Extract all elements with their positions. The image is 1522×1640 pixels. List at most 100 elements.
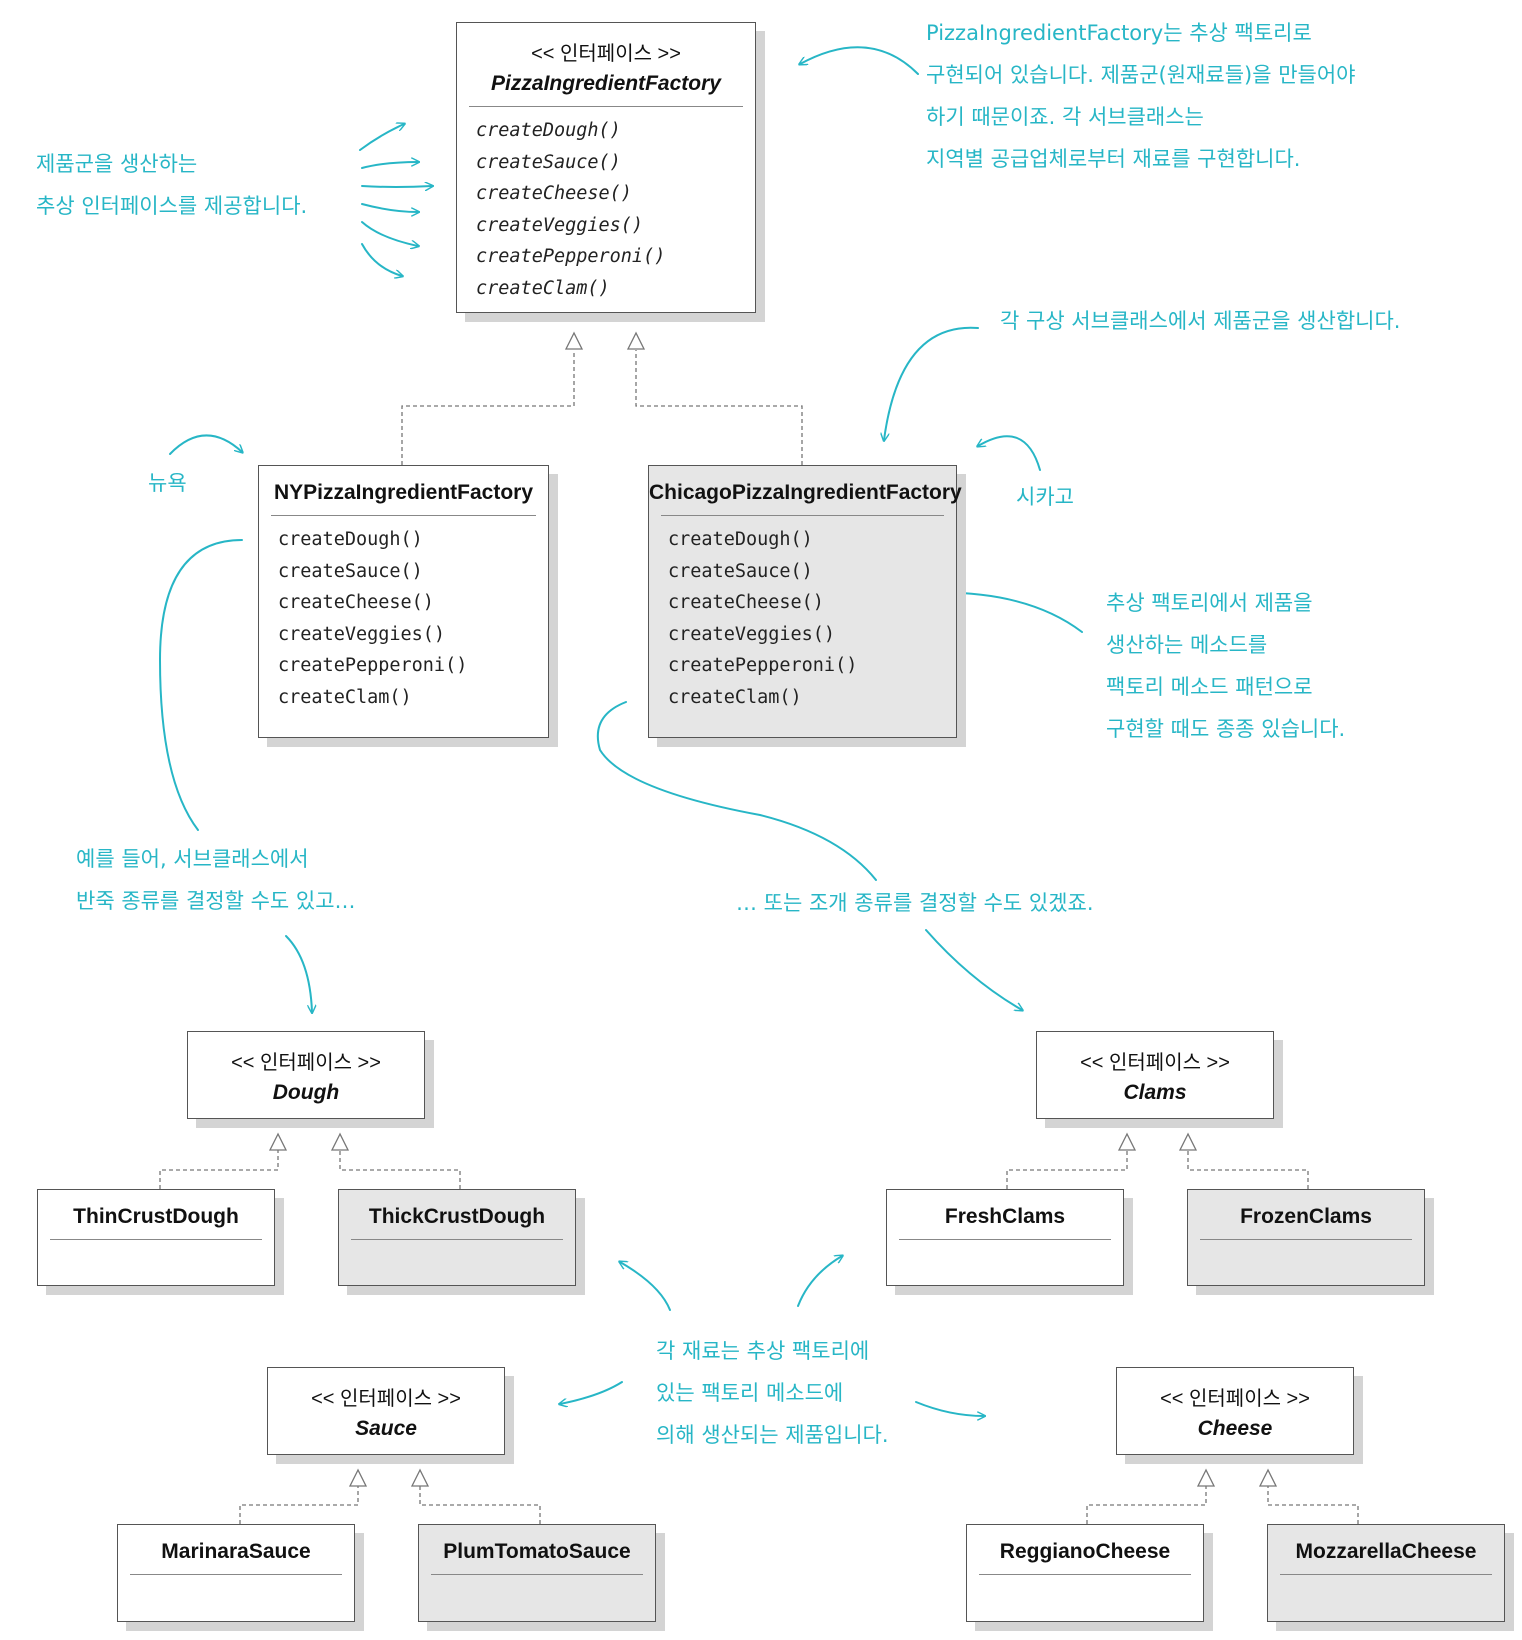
note-line: 각 재료는 추상 팩토리에 — [656, 1339, 870, 1363]
realization-triangle — [348, 1468, 368, 1487]
pizza-ingredient-factory-box: << 인터페이스 >> PizzaIngredientFactory creat… — [456, 22, 756, 313]
note-line: 생산하는 메소드를 — [1106, 633, 1268, 657]
method-item: createPepperoni() — [668, 655, 858, 676]
note-line: PizzaIngredientFactory는 추상 팩토리로 — [926, 21, 1312, 45]
concrete-desc-arrow — [884, 326, 979, 440]
note-line: 추상 인터페이스를 제공합니다. — [36, 194, 308, 218]
stereotype-label: << 인터페이스 >> — [531, 43, 681, 65]
frozen-clams-realization-line — [1187, 1150, 1309, 1189]
method-item: createDough() — [668, 529, 813, 550]
plum-tomato-realization-line — [419, 1486, 541, 1524]
method-list: createDough() createSauce() createCheese… — [649, 516, 956, 713]
product-arrow-cheese — [915, 1401, 984, 1416]
plum-tomato-sauce-box: PlumTomatoSauce — [418, 1524, 656, 1622]
ny-arrow — [169, 434, 242, 455]
divider — [979, 1574, 1191, 1575]
divider — [351, 1239, 563, 1240]
factory-method-note: 추상 팩토리에서 제품을 생산하는 메소드를 팩토리 메소드 패턴으로 구현할 … — [1106, 582, 1345, 750]
note-line: 의해 생산되는 제품입니다. — [656, 1423, 889, 1447]
note-line: 팩토리 메소드 패턴으로 — [1106, 675, 1313, 699]
divider — [899, 1239, 1111, 1240]
method-item: createDough() — [476, 120, 621, 141]
ny-realization-line — [401, 350, 575, 465]
realization-triangle — [1117, 1132, 1137, 1151]
method-list: createDough() createSauce() createCheese… — [259, 516, 548, 713]
stereotype-label: << 인터페이스 >> — [1160, 1388, 1310, 1410]
interface-description-note: 제품군을 생산하는 추상 인터페이스를 제공합니다. — [36, 143, 307, 227]
dough-example-arrow — [285, 935, 312, 1012]
interface-name: Dough — [272, 1081, 340, 1104]
product-arrow-sauce — [560, 1381, 623, 1404]
divider — [50, 1239, 262, 1240]
reggiano-cheese-box: ReggianoCheese — [966, 1524, 1204, 1622]
class-name: PlumTomatoSauce — [443, 1540, 631, 1563]
note-line: 뉴욕 — [148, 471, 187, 495]
method-item: createCheese() — [476, 183, 632, 204]
product-arrow-clams — [797, 1256, 842, 1307]
factory-description-note: PizzaIngredientFactory는 추상 팩토리로 구현되어 있습니… — [926, 12, 1356, 180]
fresh-clams-realization-line — [1006, 1150, 1128, 1189]
divider — [130, 1574, 342, 1575]
mozzarella-realization-line — [1267, 1486, 1359, 1524]
concrete-subclass-note: 각 구상 서브클래스에서 제품군을 생산합니다. — [1000, 300, 1400, 342]
dough-interface-box: << 인터페이스 >> Dough — [187, 1031, 425, 1119]
ny-pizza-ingredient-factory-box: NYPizzaIngredientFactory createDough() c… — [258, 465, 549, 738]
method-item: createSauce() — [476, 151, 621, 173]
reggiano-realization-line — [1086, 1486, 1207, 1524]
interface-name: Cheese — [1197, 1417, 1273, 1440]
dough-example-note: 예를 들어, 서브클래스에서 반죽 종류를 결정할 수도 있고… — [76, 838, 356, 922]
method-item: createClam() — [278, 686, 412, 708]
sauce-interface-box: << 인터페이스 >> Sauce — [267, 1367, 505, 1455]
stereotype-label: << 인터페이스 >> — [311, 1388, 461, 1410]
realization-triangles — [268, 331, 1278, 1487]
class-name: MarinaraSauce — [161, 1540, 311, 1563]
stereotype-label: << 인터페이스 >> — [1080, 1052, 1230, 1074]
realization-triangle — [1196, 1468, 1216, 1487]
note-line: 추상 팩토리에서 제품을 — [1106, 591, 1313, 615]
method-item: createVeggies() — [278, 623, 446, 645]
class-name: FreshClams — [944, 1205, 1066, 1228]
note-line: 각 구상 서브클래스에서 제품군을 생산합니다. — [1000, 309, 1401, 333]
chicago-note: 시카고 — [1016, 476, 1074, 518]
method-item: createClam() — [476, 277, 610, 299]
realization-triangle — [410, 1468, 430, 1487]
realization-triangle — [1258, 1468, 1278, 1487]
note-line: 시카고 — [1016, 485, 1074, 509]
realization-lines — [159, 350, 1359, 1524]
class-name: ThickCrustDough — [368, 1205, 546, 1228]
thin-crust-realization-line — [159, 1150, 279, 1189]
factory-desc-arrow — [800, 46, 919, 75]
marinara-realization-line — [239, 1486, 359, 1524]
note-line: 지역별 공급업체로부터 재료를 구현합니다. — [926, 147, 1301, 171]
clam-example-arrow — [925, 929, 1022, 1010]
divider — [1280, 1574, 1492, 1575]
note-line: 반죽 종류를 결정할 수도 있고… — [76, 889, 356, 913]
method-item: createClam() — [668, 686, 802, 708]
note-line: 하기 때문이죠. 각 서브클래스는 — [926, 105, 1204, 129]
divider — [469, 106, 743, 107]
note-line: 구현할 때도 종종 있습니다. — [1106, 717, 1346, 741]
divider — [271, 515, 536, 516]
chicago-arrow — [978, 435, 1041, 471]
class-name: NYPizzaIngredientFactory — [273, 481, 534, 504]
thick-crust-dough-box: ThickCrustDough — [338, 1189, 576, 1286]
method-item: createVeggies() — [476, 214, 644, 236]
class-name: ThinCrustDough — [73, 1205, 239, 1228]
note-line: 있는 팩토리 메소드에 — [656, 1381, 844, 1405]
note-line: … 또는 조개 종류를 결정할 수도 있겠죠. — [736, 891, 1094, 915]
mozzarella-cheese-box: MozzarellaCheese — [1267, 1524, 1505, 1622]
cheese-interface-box: << 인터페이스 >> Cheese — [1116, 1367, 1354, 1455]
method-item: createPepperoni() — [476, 246, 666, 267]
realization-triangle — [1178, 1132, 1198, 1151]
interface-arrow-4 — [361, 203, 418, 212]
stereotype-label: << 인터페이스 >> — [231, 1052, 381, 1074]
interface-arrow-1 — [359, 124, 404, 151]
interface-arrow-2 — [361, 162, 418, 169]
class-name: PizzaIngredientFactory — [491, 72, 721, 95]
interface-arrow-5 — [361, 221, 418, 246]
note-line: 예를 들어, 서브클래스에서 — [76, 847, 309, 871]
method-item: createVeggies() — [668, 623, 836, 645]
interface-name: Clams — [1123, 1081, 1187, 1104]
method-item: createCheese() — [278, 592, 434, 613]
interface-name: Sauce — [355, 1417, 417, 1440]
